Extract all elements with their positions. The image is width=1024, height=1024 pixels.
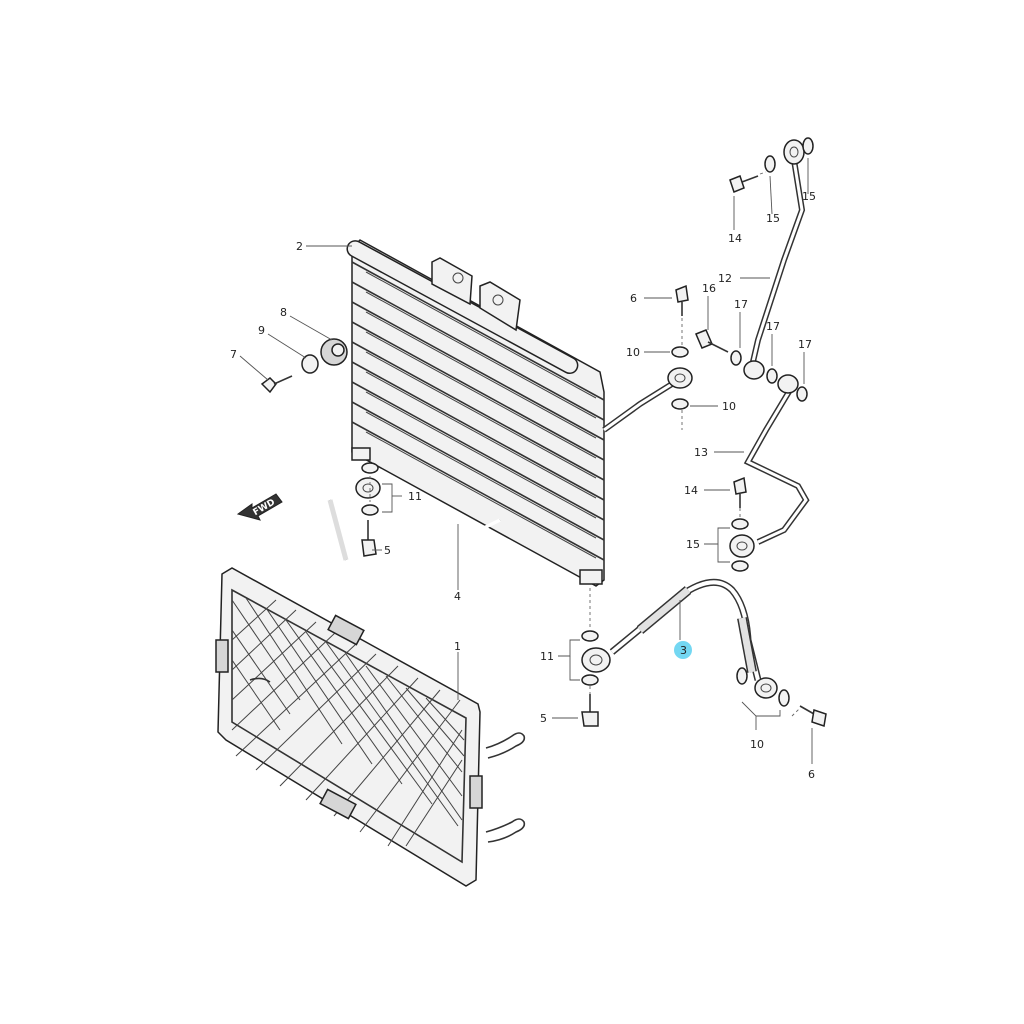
callout-11-right: 11 [540, 650, 554, 663]
sealing-washers[interactable] [361, 137, 814, 707]
highlight-marker [674, 641, 692, 659]
oil-hose-radiator-outlet[interactable] [602, 367, 693, 433]
leader-lines [239, 158, 813, 764]
banjo-bolt-6-top[interactable] [675, 284, 689, 316]
callout-9: 9 [258, 324, 265, 337]
radiator-guard-grille[interactable] [215, 567, 526, 887]
callout-12: 12 [718, 272, 732, 285]
oil-pipe-middle[interactable] [729, 374, 810, 558]
callout-16: 16 [702, 282, 716, 295]
oil-cooler-radiator[interactable] [344, 238, 605, 587]
callout-3: 3 [680, 644, 687, 657]
callout-5-left: 5 [384, 544, 391, 557]
callout-6-top: 6 [630, 292, 637, 305]
callout-15-mid: 15 [686, 538, 700, 551]
collar-9[interactable] [301, 354, 319, 374]
callout-7: 7 [230, 348, 237, 361]
callout-2: 2 [296, 240, 303, 253]
banjo-bolt-5-left[interactable] [361, 520, 377, 557]
banjo-bolt-14-mid[interactable] [733, 476, 747, 508]
oil-hose-lower[interactable] [327, 468, 501, 584]
callout-17-c: 17 [798, 338, 812, 351]
oil-pipe-upper[interactable] [743, 139, 806, 380]
banjo-bolt-6-bottom[interactable] [799, 705, 827, 727]
callout-10-bottom: 10 [750, 738, 764, 751]
oil-hose-main[interactable] [581, 578, 778, 699]
forward-direction-arrow: FWD [236, 493, 283, 521]
callout-17-b: 17 [766, 320, 780, 333]
banjo-bolt-14-top[interactable] [729, 175, 759, 193]
banjo-bolt-5-right[interactable] [581, 694, 599, 727]
callout-labels: 1 2 3 4 5 5 6 6 7 8 9 10 10 10 11 11 12 … [230, 190, 816, 781]
callout-14-mid: 14 [684, 484, 698, 497]
callout-10-mid: 10 [722, 400, 736, 413]
callout-10-top: 10 [626, 346, 640, 359]
callout-8: 8 [280, 306, 287, 319]
callout-15-top-b: 15 [802, 190, 816, 203]
callout-17-a: 17 [734, 298, 748, 311]
assembly-guide-lines [369, 171, 801, 717]
banjo-bolt-16[interactable] [695, 329, 729, 353]
callout-15-top-a: 15 [766, 212, 780, 225]
callout-4: 4 [454, 590, 461, 603]
callout-11-left: 11 [408, 490, 422, 503]
callout-14-top: 14 [728, 232, 742, 245]
callout-6-bottom: 6 [808, 768, 815, 781]
callout-1: 1 [454, 640, 461, 653]
callout-5-right: 5 [540, 712, 547, 725]
callout-13: 13 [694, 446, 708, 459]
